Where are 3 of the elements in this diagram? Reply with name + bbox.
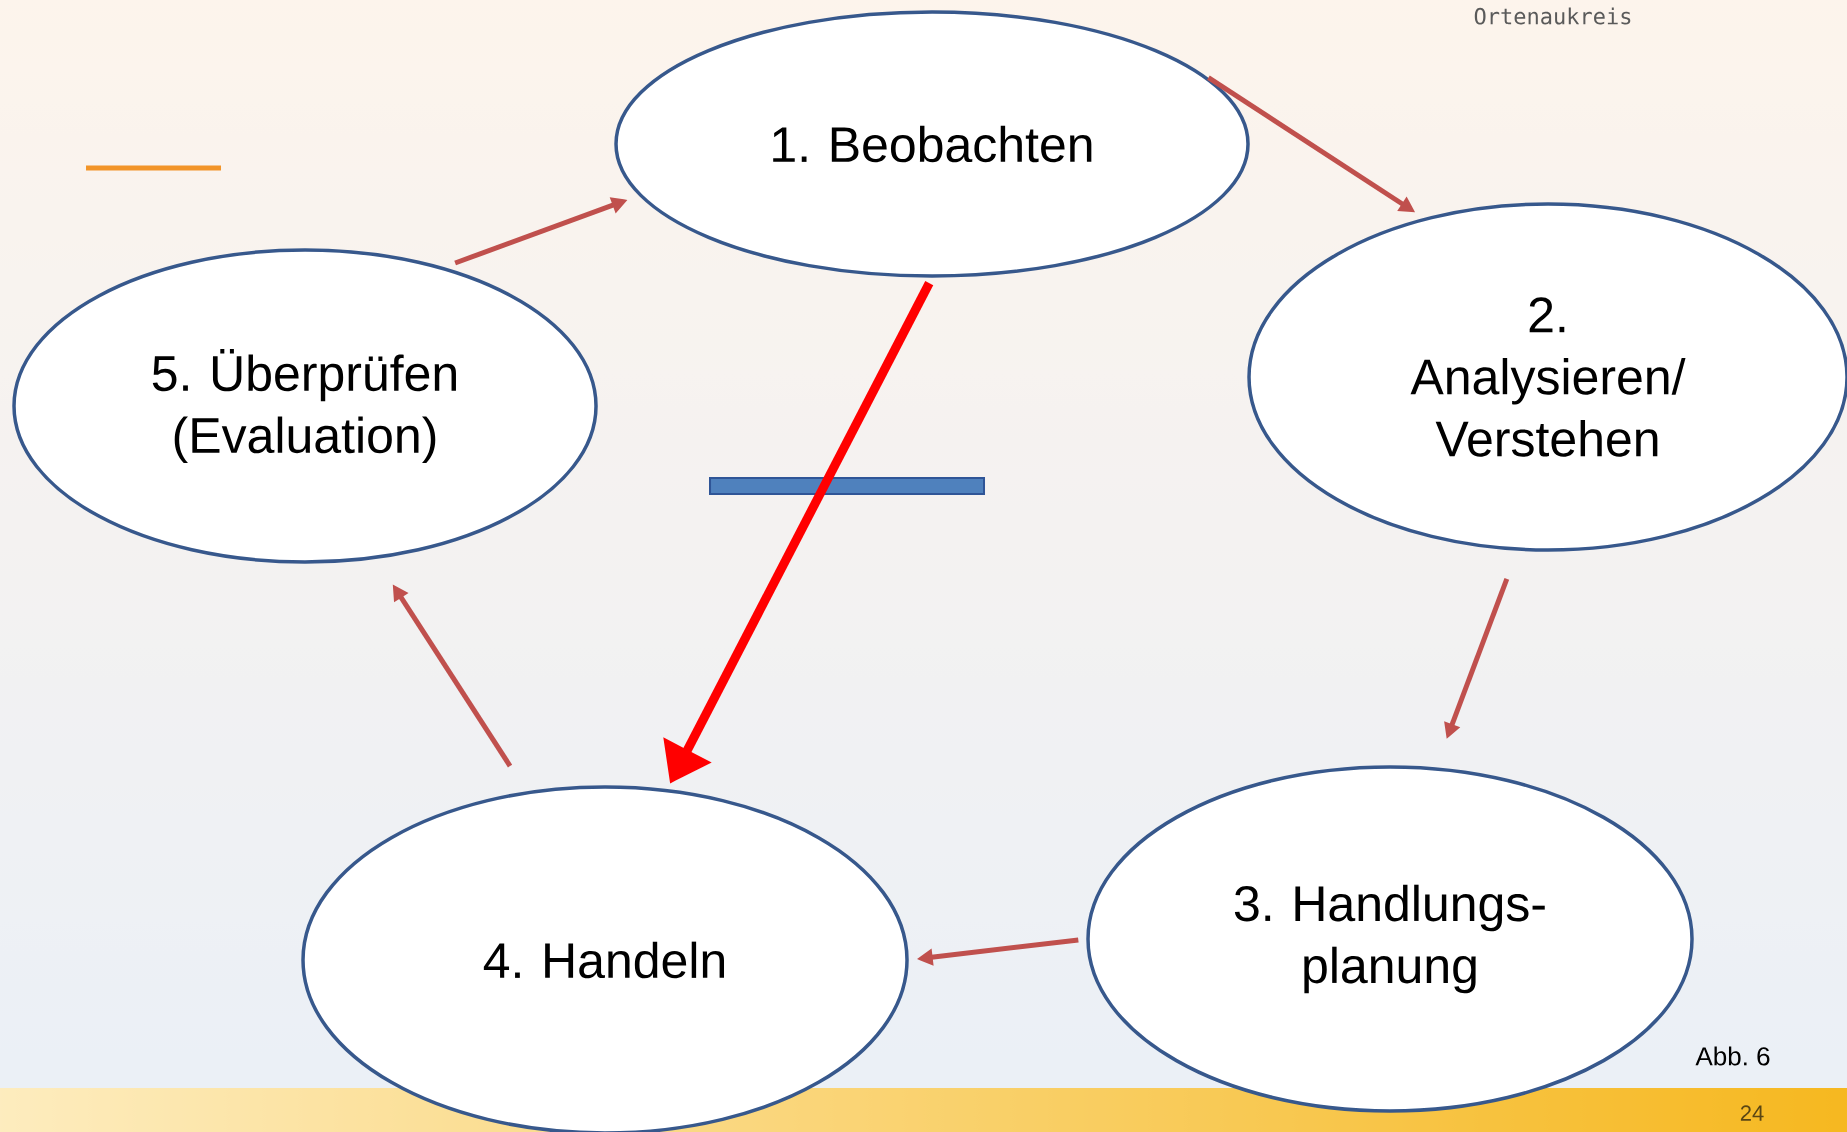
page-number: 24 <box>1740 1105 1764 1121</box>
bar-symbol <box>709 477 985 495</box>
header-text: Ortenaukreis <box>1474 7 1631 25</box>
